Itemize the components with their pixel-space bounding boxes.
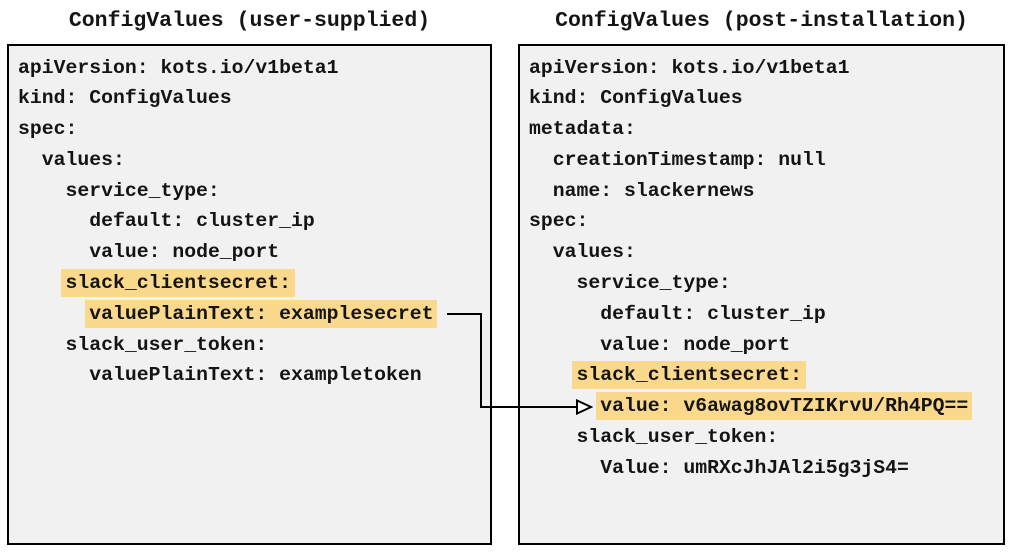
code-line: spec: xyxy=(18,114,490,145)
code-line: kind: ConfigValues xyxy=(529,83,1003,114)
user-supplied-panel-group: ConfigValues (user-supplied) apiVersion:… xyxy=(7,0,492,559)
indent xyxy=(18,364,89,386)
code-line: values: xyxy=(18,145,490,176)
indent xyxy=(18,210,89,232)
code-line: valuePlainText: exampletoken xyxy=(18,360,490,391)
code-line: apiVersion: kots.io/v1beta1 xyxy=(18,53,490,84)
code-line: value: node_port xyxy=(529,330,1003,361)
indent xyxy=(529,180,553,202)
indent xyxy=(529,149,553,171)
highlighted-config-line: value: v6awag8ovTZIKrvU/Rh4PQ== xyxy=(596,392,973,421)
code-line: name: slackernews xyxy=(529,176,1003,207)
config-line-text: apiVersion: kots.io/v1beta1 xyxy=(18,56,339,79)
code-line: spec: xyxy=(529,206,1003,237)
code-line: default: cluster_ip xyxy=(529,299,1003,330)
code-line: valuePlainText: examplesecret xyxy=(18,299,490,330)
code-line: service_type: xyxy=(529,268,1003,299)
config-line-text: apiVersion: kots.io/v1beta1 xyxy=(529,56,850,79)
indent xyxy=(18,241,89,263)
code-line: creationTimestamp: null xyxy=(529,145,1003,176)
post-installation-config-panel: apiVersion: kots.io/v1beta1 kind: ConfigV… xyxy=(518,44,1005,545)
code-line: Value: umRXcJhJAl2i5g3jS4= xyxy=(529,453,1003,484)
code-line: slack_clientsecret: xyxy=(529,360,1003,391)
config-line-text: service_type: xyxy=(576,272,731,295)
config-line-text: values: xyxy=(41,148,125,171)
indent xyxy=(529,334,600,356)
highlighted-config-line: slack_clientsecret: xyxy=(61,269,296,298)
config-line-text: value: node_port xyxy=(89,241,280,264)
post-installation-panel-title: ConfigValues (post-installation) xyxy=(555,9,968,33)
config-line-text: default: cluster_ip xyxy=(89,210,315,233)
indent xyxy=(529,395,600,417)
code-line: slack_clientsecret: xyxy=(18,268,490,299)
code-line: metadata: xyxy=(529,114,1003,145)
config-line-text: values: xyxy=(552,241,636,264)
indent xyxy=(529,426,576,448)
user-supplied-config-panel: apiVersion: kots.io/v1beta1 kind: ConfigV… xyxy=(7,44,492,545)
code-line: value: v6awag8ovTZIKrvU/Rh4PQ== xyxy=(529,391,1003,422)
code-line: slack_user_token: xyxy=(529,422,1003,453)
config-line-text: kind: ConfigValues xyxy=(529,87,743,110)
indent xyxy=(18,180,65,202)
code-line: apiVersion: kots.io/v1beta1 xyxy=(529,53,1003,84)
code-line: default: cluster_ip xyxy=(18,206,490,237)
config-line-text: valuePlainText: exampletoken xyxy=(89,364,422,387)
indent xyxy=(529,241,553,263)
config-line-text: slack_user_token: xyxy=(65,333,268,356)
indent xyxy=(529,364,576,386)
post-installation-panel-group: ConfigValues (post-installation) apiVers… xyxy=(518,0,1005,559)
code-line: service_type: xyxy=(18,176,490,207)
indent xyxy=(529,303,600,325)
config-line-text: value: node_port xyxy=(600,333,791,356)
config-line-text: default: cluster_ip xyxy=(600,302,826,325)
highlighted-config-line: valuePlainText: examplesecret xyxy=(85,299,438,328)
code-line: kind: ConfigValues xyxy=(18,83,490,114)
indent xyxy=(529,272,576,294)
config-line-text: kind: ConfigValues xyxy=(18,87,232,110)
config-line-text: spec: xyxy=(18,118,78,141)
highlighted-config-line: slack_clientsecret: xyxy=(572,361,807,390)
indent xyxy=(18,272,65,294)
config-line-text: Value: umRXcJhJAl2i5g3jS4= xyxy=(600,456,909,479)
user-supplied-panel-title: ConfigValues (user-supplied) xyxy=(68,9,431,33)
config-line-text: name: slackernews xyxy=(552,179,755,202)
code-line: values: xyxy=(529,237,1003,268)
indent xyxy=(18,303,89,325)
config-line-text: creationTimestamp: null xyxy=(552,148,826,171)
config-line-text: service_type: xyxy=(65,179,220,202)
code-line: value: node_port xyxy=(18,237,490,268)
indent xyxy=(529,457,600,479)
code-line: slack_user_token: xyxy=(18,330,490,361)
indent xyxy=(18,334,65,356)
config-line-text: spec: xyxy=(529,210,589,233)
indent xyxy=(18,149,42,171)
config-line-text: metadata: xyxy=(529,118,636,141)
config-line-text: slack_user_token: xyxy=(576,426,779,449)
